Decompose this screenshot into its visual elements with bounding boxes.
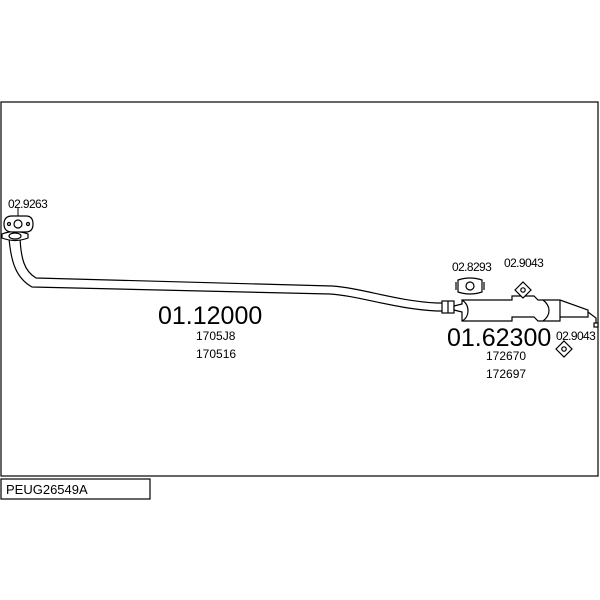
rear-silencer[interactable]	[453, 295, 599, 328]
front-pipe[interactable]	[8, 237, 445, 312]
pipe-clamp-icon[interactable]	[455, 277, 485, 295]
fitting-code: 02.9043	[556, 329, 596, 343]
slip-joint	[441, 300, 455, 314]
part-reference: 1705J8	[196, 329, 236, 343]
rubber-hanger-icon[interactable]	[514, 281, 532, 299]
part-reference: 172697	[486, 367, 526, 381]
part-number: 01.62300	[447, 324, 551, 352]
rubber-hanger-icon[interactable]	[555, 340, 573, 358]
part-number: 01.12000	[158, 302, 262, 330]
fitting-code: 02.9043	[504, 256, 544, 270]
part-reference: 172670	[486, 349, 526, 363]
part-reference: 170516	[196, 347, 236, 361]
front-flange[interactable]	[1, 230, 29, 242]
fitting-code: 02.9263	[8, 197, 48, 211]
fitting-code: 02.8293	[452, 260, 492, 274]
vehicle-code-box	[0, 478, 151, 500]
vehicle-code: PEUG26549A	[6, 482, 88, 497]
flange-gasket-icon[interactable]	[3, 215, 34, 233]
diagram-frame	[0, 101, 599, 477]
